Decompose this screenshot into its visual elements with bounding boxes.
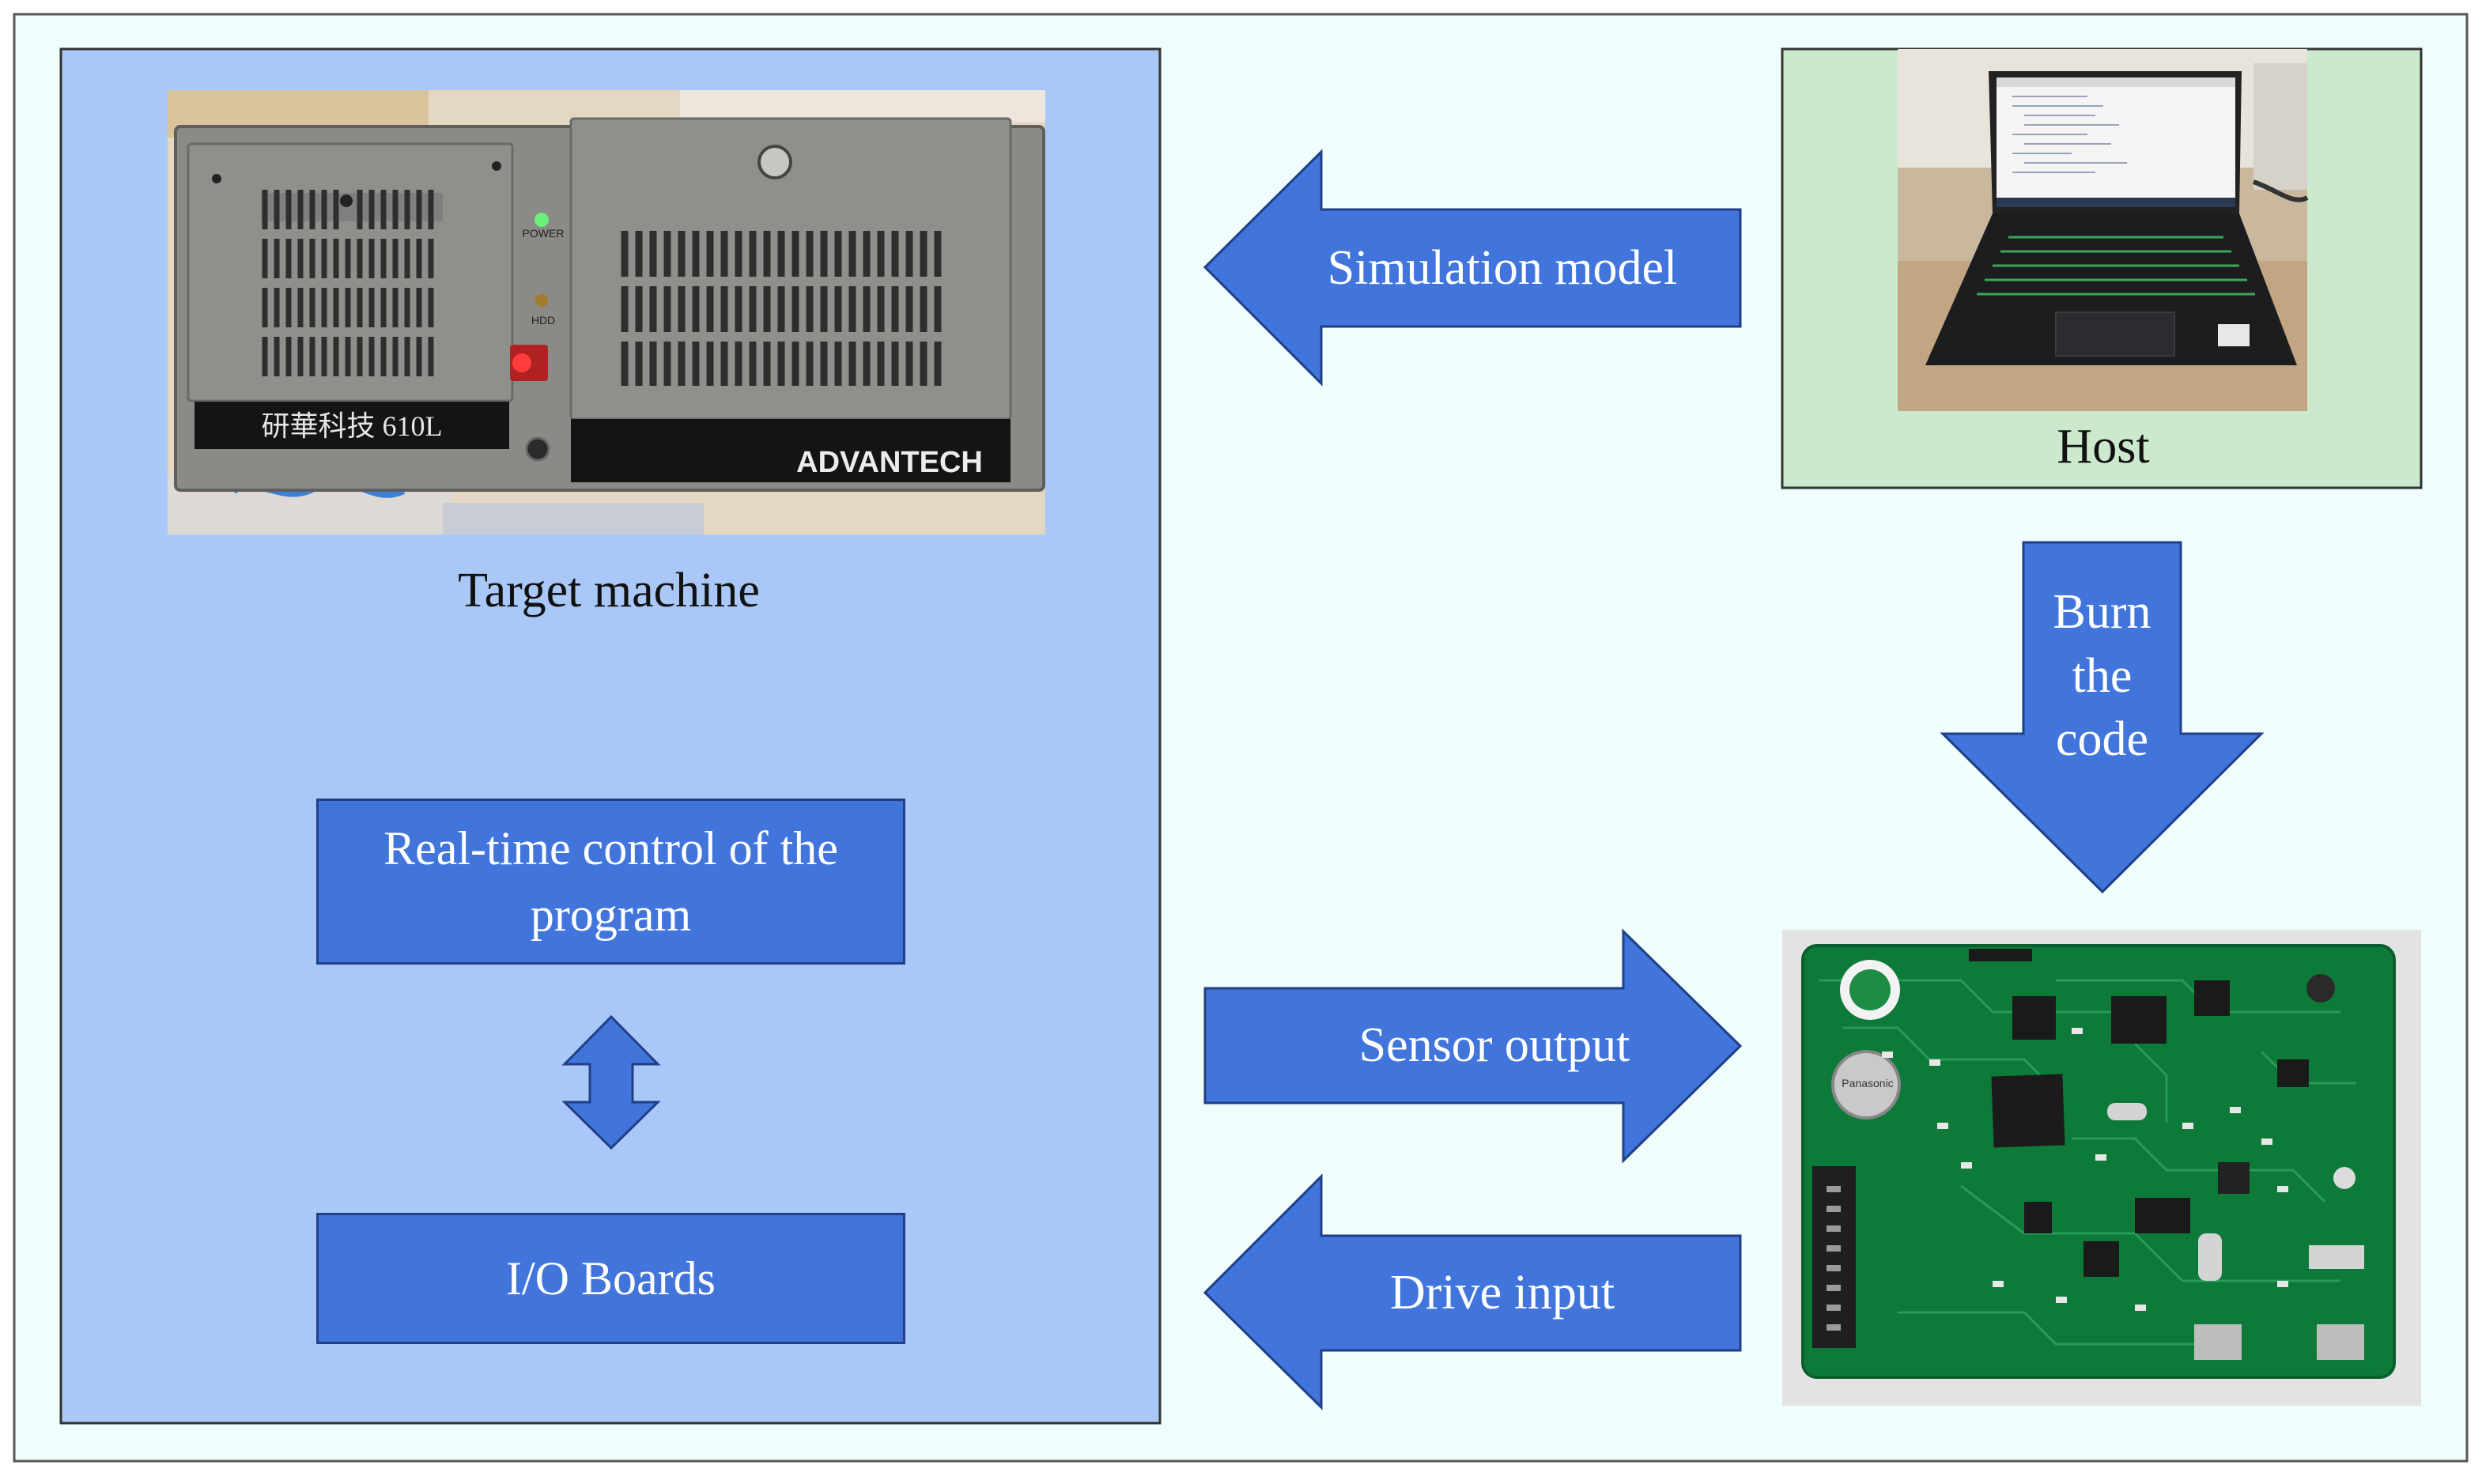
arrow-simulation-model bbox=[1203, 149, 1742, 387]
brand-label-text: ADVANTECH bbox=[796, 446, 983, 479]
sensor-output-label: Sensor output bbox=[1358, 1018, 1630, 1073]
right-vent-grille bbox=[621, 231, 942, 386]
pcb-board-photo: Panasonic bbox=[1782, 930, 2421, 1406]
simulation-model-label: Simulation model bbox=[1327, 241, 1678, 296]
model-label-strip bbox=[195, 402, 509, 449]
brand-label-strip bbox=[571, 419, 1011, 482]
model-label-text: 研華科技 610L bbox=[262, 410, 443, 442]
drive-input-label: Drive input bbox=[1389, 1266, 1615, 1320]
arrow-burn-code bbox=[1940, 541, 2265, 894]
hdd-label: HDD bbox=[531, 314, 555, 327]
io-boards-block: I/O Boards bbox=[316, 1213, 905, 1344]
left-vent-grille bbox=[262, 190, 434, 376]
laptop-photo bbox=[1898, 49, 2309, 411]
realtime-control-block: Real-time control of the program bbox=[316, 799, 905, 965]
target-machine-caption: Target machine bbox=[458, 564, 760, 617]
burn-code-label: Burn the code bbox=[2053, 585, 2151, 767]
arrow-sensor-output bbox=[1203, 928, 1743, 1164]
double-arrow bbox=[561, 1014, 661, 1150]
battery-label: Panasonic bbox=[1842, 1077, 1893, 1089]
host-caption: Host bbox=[2057, 420, 2150, 474]
power-label: POWER bbox=[523, 227, 565, 240]
industrial-pc-photo: 研華科技 610L POWER HDD ADVANTECH bbox=[168, 90, 1045, 534]
arrow-drive-input bbox=[1203, 1173, 1742, 1410]
